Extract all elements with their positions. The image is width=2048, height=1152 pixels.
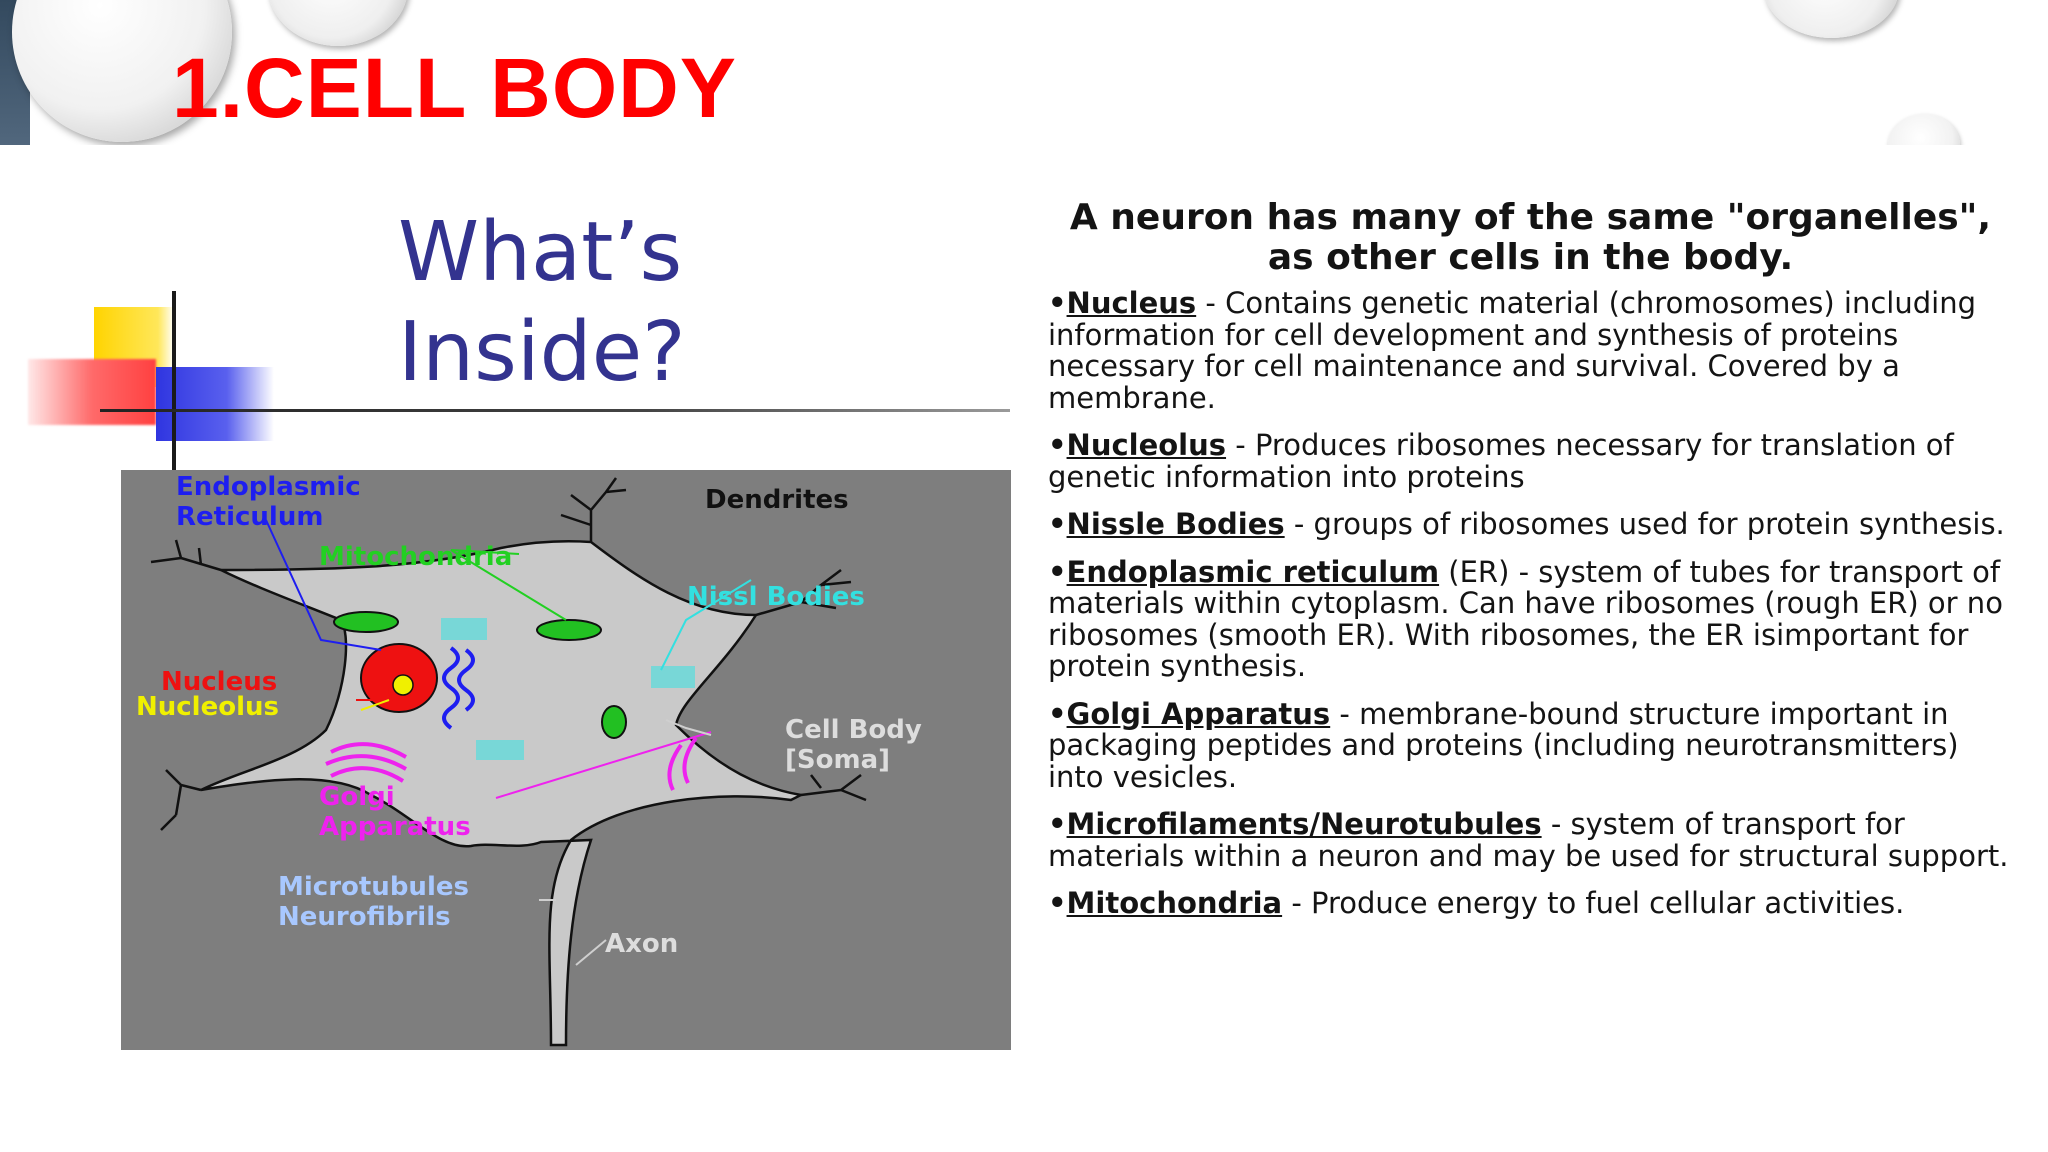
organelle-item: •Endoplasmic reticulum (ER) - system of … (1048, 554, 2013, 683)
golgi-shape (325, 736, 698, 791)
label-cell-body-2: [Soma] (785, 745, 890, 775)
organelle-description: - system of transport for materials with… (1048, 807, 2009, 873)
organelle-item: •Nucleolus - Produces ribosomes necessar… (1048, 428, 2013, 494)
decorative-bubble (1888, 114, 1960, 145)
organelle-term: Microfilaments/Neurotubules (1066, 807, 1542, 841)
organelle-item: •Golgi Apparatus - membrane-bound struct… (1048, 696, 2013, 794)
slide-title: 1.CELL BODY (172, 41, 737, 135)
dendrite-branches (150, 477, 867, 831)
organelle-term: Endoplasmic reticulum (1066, 554, 1440, 589)
organelle-term: Nucleus (1066, 286, 1197, 320)
organelle-term: Mitochondria (1066, 886, 1283, 920)
organelle-description: - Contains genetic material (chromosomes… (1048, 286, 1976, 415)
bullet-mark: • (1048, 696, 1067, 731)
bullet-mark: • (1048, 886, 1067, 920)
cell-body-shape (200, 540, 805, 1047)
mitochondrion-shape (536, 619, 602, 641)
whats-inside-heading: What’s Inside? (398, 205, 686, 400)
label-nucleolus: Nucleolus (136, 692, 279, 722)
label-leader-lines (265, 519, 752, 966)
organelle-item: •Nissle Bodies - groups of ribosomes use… (1048, 507, 2013, 541)
label-mitochondria: Mitochondria (319, 542, 512, 572)
er-shape (442, 646, 475, 730)
label-cell-body-1: Cell Body (785, 715, 922, 745)
title-banner: 1.CELL BODY (0, 0, 2048, 145)
organelle-term: Golgi Apparatus (1066, 696, 1331, 731)
neuron-diagram: Endoplasmic Reticulum Dendrites Mitochon… (121, 470, 1011, 1050)
label-nucleus: Nucleus (161, 667, 277, 697)
label-axon: Axon (605, 929, 678, 959)
intro-statement: A neuron has many of the same "organelle… (1069, 197, 1992, 278)
label-er-1: Endoplasmic (176, 472, 361, 502)
bullet-mark: • (1048, 507, 1067, 541)
slide-content-image: What’s Inside? (0, 145, 2048, 1152)
decorative-bubble (1764, 0, 1899, 38)
organelles-text-panel: A neuron has many of the same "organelle… (1048, 198, 2013, 936)
label-neurofibrils: Neurofibrils (278, 902, 451, 932)
banner-side-strip (0, 0, 30, 145)
label-dendrites: Dendrites (705, 485, 849, 515)
bullet-mark: • (1048, 807, 1067, 841)
organelle-description: - membrane-bound structure important in … (1048, 696, 1959, 794)
label-er-2: Reticulum (176, 502, 323, 532)
decorative-horizontal-line (100, 409, 1010, 412)
organelle-item: •Nucleus - Contains genetic material (ch… (1048, 286, 2013, 415)
organelle-item: •Mitochondria - Produce energy to fuel c… (1048, 886, 2013, 920)
bullet-mark: • (1048, 428, 1067, 462)
bullet-mark: • (1048, 554, 1067, 589)
organelle-item: •Microfilaments/Neurotubules - system of… (1048, 807, 2013, 873)
organelle-term: Nucleolus (1066, 428, 1227, 462)
bullet-mark: • (1048, 286, 1067, 320)
organelle-description: - Produce energy to fuel cellular activi… (1282, 886, 1905, 920)
organelle-description: - Produces ribosomes necessary for trans… (1048, 428, 1954, 494)
nucleolus-shape (392, 674, 414, 696)
label-golgi-1: Golgi (319, 782, 395, 812)
label-nissl: Nissl Bodies (687, 582, 865, 612)
organelle-description: - groups of ribosomes used for protein s… (1284, 507, 2005, 541)
decorative-vertical-line (172, 291, 176, 591)
nissl-bodies (441, 618, 695, 760)
mitochondrion-shape (601, 705, 627, 739)
mitochondrion-shape (333, 611, 399, 633)
label-microtubules: Microtubules (278, 872, 469, 902)
organelle-term: Nissle Bodies (1066, 507, 1285, 541)
organelle-description: (ER) - system of tubes for transport of … (1048, 554, 2003, 683)
decorative-red-bar (28, 359, 156, 425)
label-golgi-2: Apparatus (319, 812, 471, 842)
